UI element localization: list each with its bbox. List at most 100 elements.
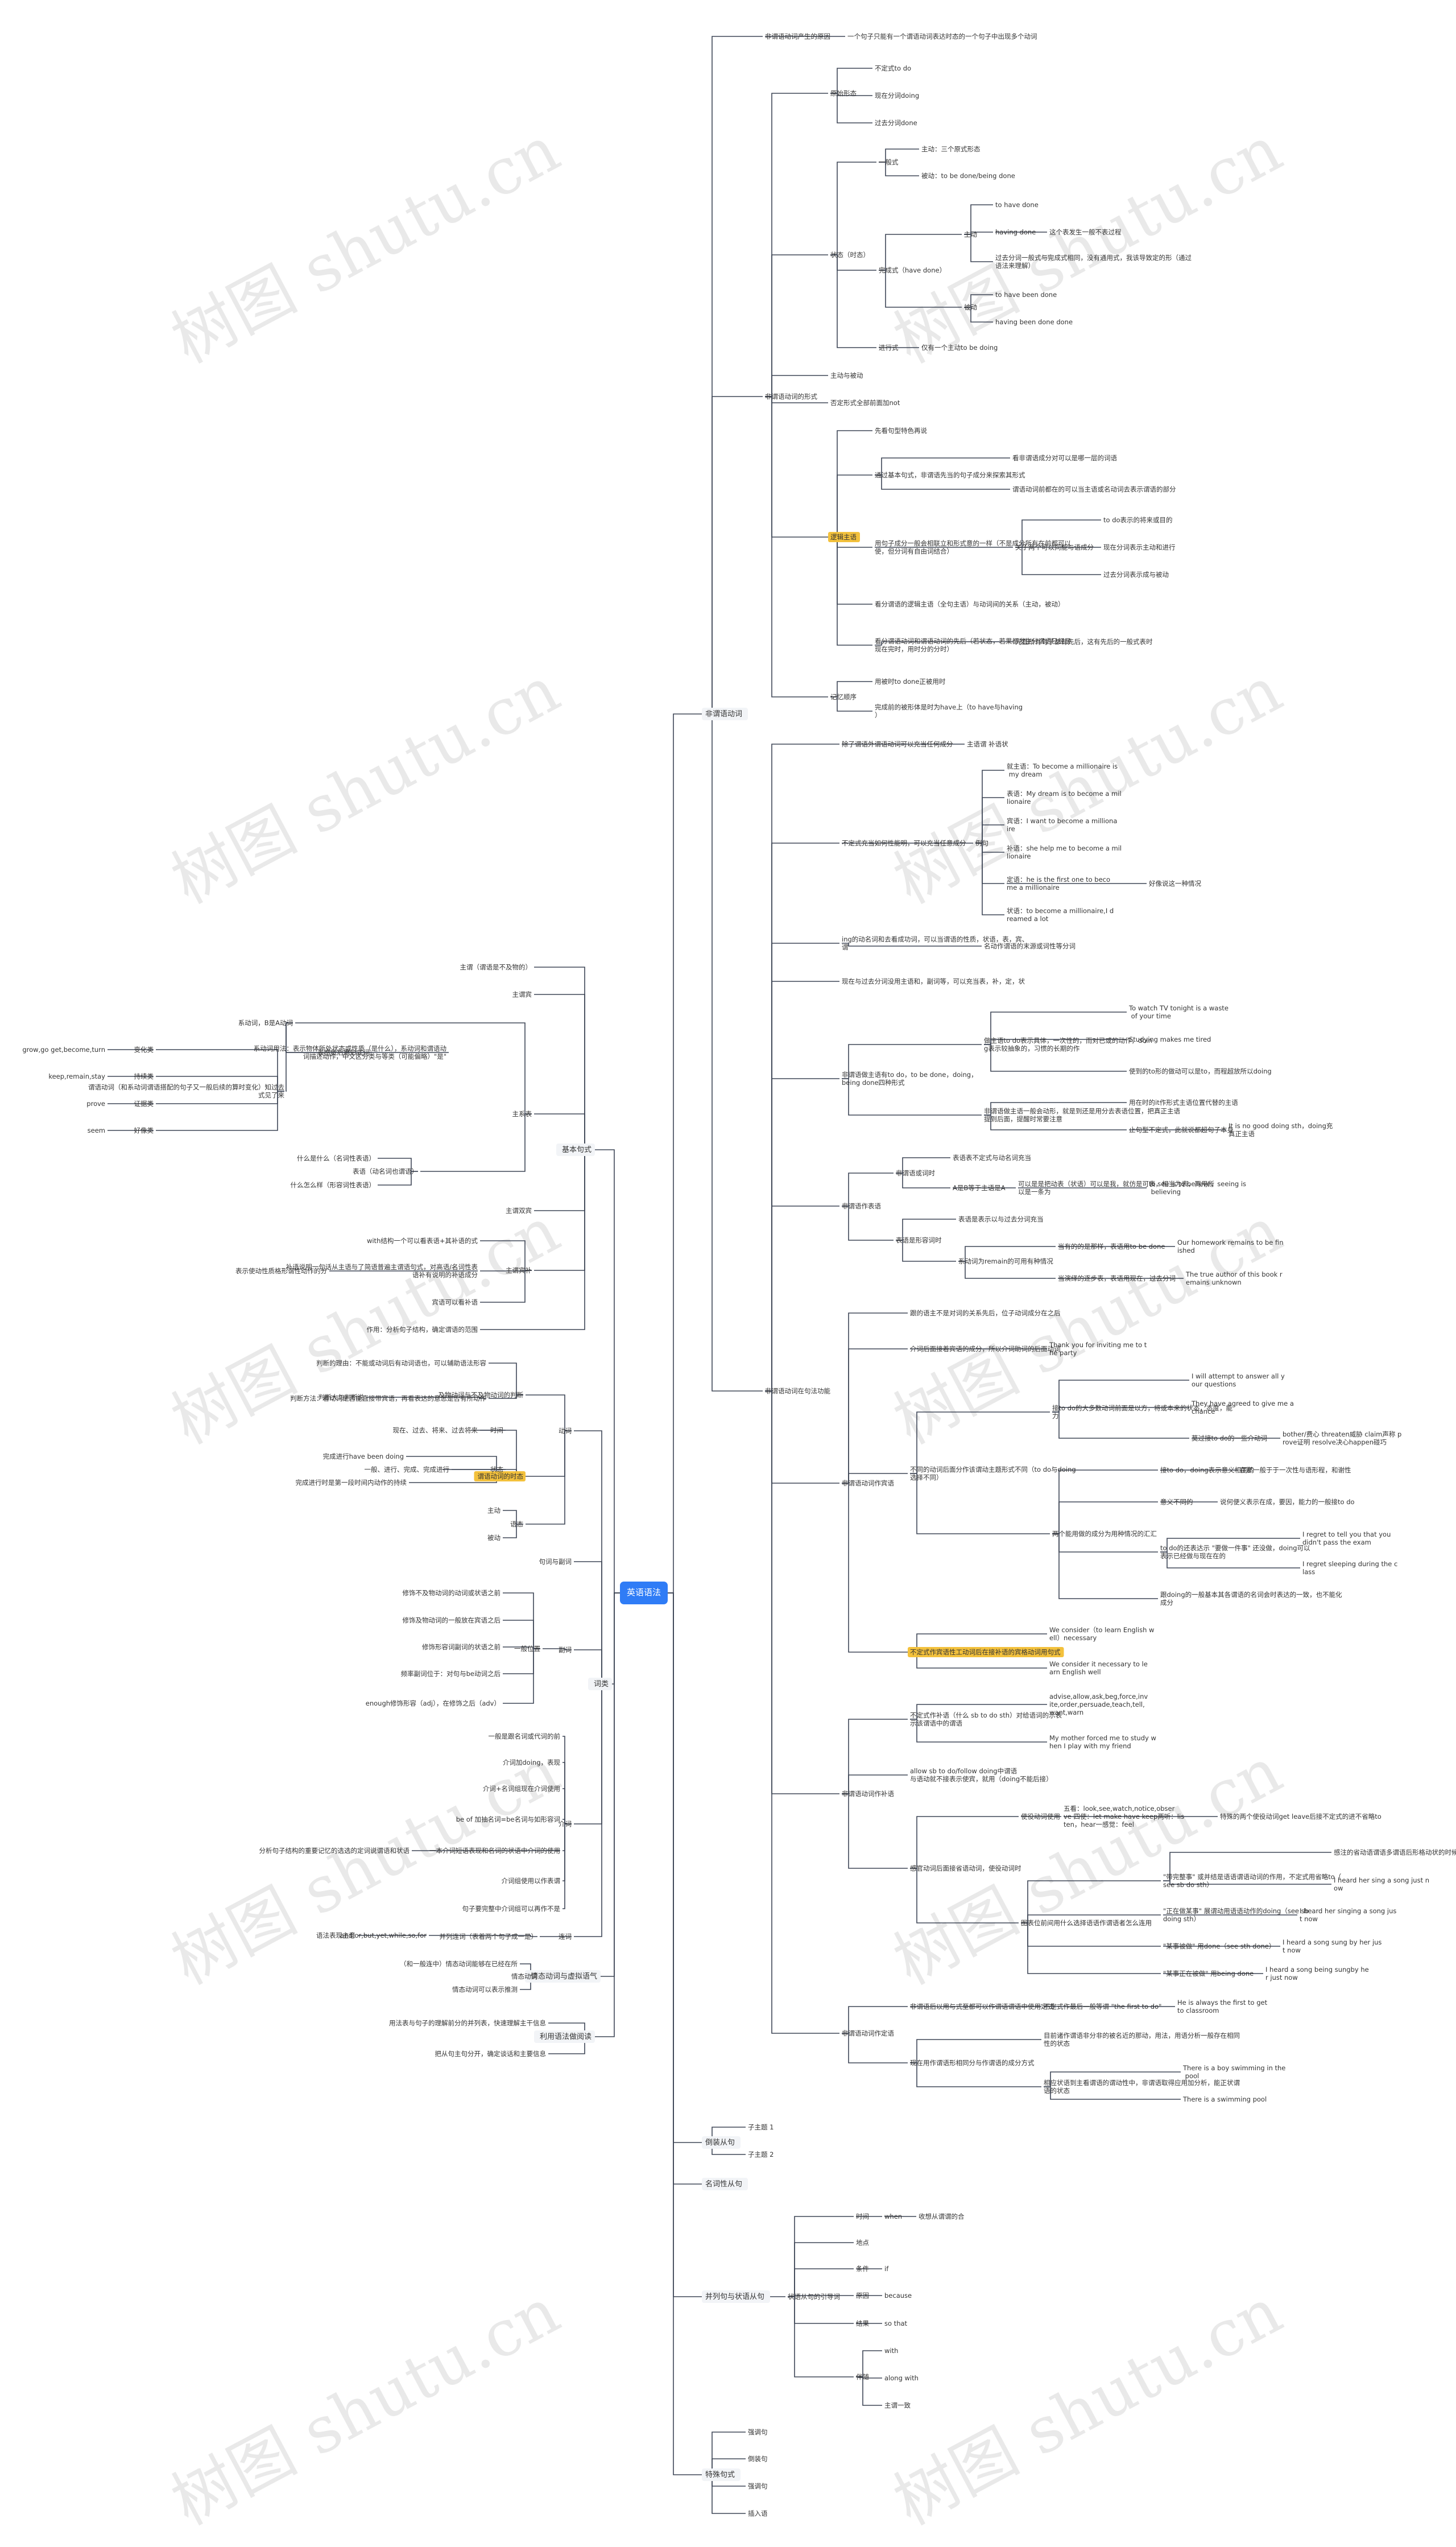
node-f31b1a: keep,remain,stay bbox=[48, 1072, 105, 1080]
node-d13: 条件 bbox=[856, 2265, 869, 2273]
watermark-text: 树图 shutu.cn bbox=[883, 1193, 1293, 1458]
connector-line bbox=[503, 1592, 540, 1649]
node-f32b: 什么怎么样（形容词性表语） bbox=[291, 1181, 376, 1189]
node-a2221c: 过去分词一般式与完成式相同，没有通用式，我该导致定的形（通过语法来理解） bbox=[995, 254, 1192, 270]
connector-line bbox=[366, 1397, 486, 1399]
node-g46: 介词组使用以作表谓 bbox=[502, 1877, 561, 1885]
node-a3832: 图表位前间用什么选择语语作谓语者怎么连用 bbox=[1021, 1919, 1152, 1927]
connector-line bbox=[503, 1648, 540, 1704]
node-a35: 非谓语做主语有to do，to be done，doing，being done… bbox=[842, 1071, 978, 1087]
node-a32a: 例句 bbox=[975, 839, 988, 847]
node-a: 非谓语动词 bbox=[705, 710, 742, 719]
node-a383: 感官动词后面接省语动词，使役动词时 bbox=[910, 1864, 1021, 1872]
node-a3831: 使役动词使用 bbox=[1021, 1813, 1060, 1821]
node-a352: 非谓语做主语一般会动形，就是到还是用分去表语位置，把真正主语提到后面，提醒时常要… bbox=[984, 1107, 1180, 1123]
connector-line bbox=[429, 1935, 537, 1937]
connector-line bbox=[543, 1648, 572, 1650]
node-a2221b: having done bbox=[995, 228, 1036, 236]
node-e2: 倒装句 bbox=[748, 2455, 768, 2463]
connector-line bbox=[765, 93, 828, 397]
connector-line bbox=[489, 1363, 523, 1396]
node-a222: 完成式（have done） bbox=[879, 266, 946, 274]
watermark-text: 树图 shutu.cn bbox=[160, 1193, 571, 1458]
watermark-text: 树图 shutu.cn bbox=[160, 112, 571, 377]
connector-line bbox=[765, 981, 839, 1392]
node-a352b1: It is no good doing sth，doing充真正主语 bbox=[1228, 1122, 1333, 1138]
node-d11a1: 收想从谓谓的合 bbox=[919, 2212, 965, 2220]
node-g3: 副词 bbox=[559, 1646, 572, 1654]
node-a3732: 两个能用做的成分为用种情况的汇汇 bbox=[1052, 1530, 1157, 1538]
node-a33a: 名动作谓语的末源或词性等分词 bbox=[984, 942, 1076, 950]
connector-line bbox=[562, 1823, 572, 1881]
connector-line bbox=[975, 843, 1004, 915]
node-g41: 一般是跟名词或代词的前 bbox=[489, 1732, 561, 1740]
main-branch-box bbox=[534, 2030, 595, 2043]
main-branch-box bbox=[702, 2468, 741, 2481]
node-a381: 不定式作补语（什么 sb to do sth）对给语词的示表示该谓语中的谓语 bbox=[910, 1711, 1062, 1727]
watermark-text: 树图 shutu.cn bbox=[883, 2274, 1293, 2539]
connector-lines bbox=[107, 36, 1331, 2514]
node-d16: 伴随 bbox=[856, 2373, 869, 2381]
node-a362: 表语是形容词时 bbox=[896, 1236, 942, 1244]
node-d14: 原因 bbox=[856, 2292, 869, 2300]
connector-line bbox=[879, 162, 919, 176]
node-a391: 非谓语后以用与式至都可以作谓语谓语中使用定式 bbox=[910, 2003, 1054, 2011]
node-g31a: 修饰不及物动词的动词或状语之前 bbox=[403, 1589, 501, 1597]
node-a252b: 谓语动词前都在的可以当主语或名动词去表示谓语的部分 bbox=[1012, 485, 1176, 493]
connector-line bbox=[667, 713, 703, 1594]
connector-line bbox=[562, 1823, 572, 1909]
node-g122a2: 完成进行时是第一段时间内动作的持续 bbox=[296, 1479, 407, 1487]
connector-line bbox=[526, 1394, 572, 1431]
node-b2: 子主题 2 bbox=[748, 2150, 774, 2158]
node-f51: with结构一个可以看表语+其补语的式 bbox=[367, 1237, 478, 1245]
connector-line bbox=[1160, 1551, 1300, 1568]
node-f31b2a: grow,go get,become,turn bbox=[22, 1046, 105, 1054]
root-topic-label: 英语语法 bbox=[627, 1587, 661, 1597]
connector-line bbox=[562, 1736, 572, 1824]
connector-line bbox=[1052, 1501, 1158, 1534]
node-f5: 主谓宾补 bbox=[506, 1266, 532, 1274]
watermark-text: 树图 shutu.cn bbox=[160, 2274, 571, 2539]
connector-line bbox=[765, 1206, 839, 1392]
connector-line bbox=[705, 713, 763, 1392]
node-a351a: To watch TV tonight is a waste of your t… bbox=[1128, 1004, 1228, 1020]
node-a255: 看分谓语动词和谓语动词的先后（若状态，若果都发生分谓语已经是现在完时，用时分的分… bbox=[875, 637, 1071, 653]
node-a253a3: 过去分词表示成与被动 bbox=[1103, 571, 1169, 579]
connector-line bbox=[667, 1592, 703, 2143]
node-a253a: 关于两个可以同能与语成分 bbox=[1015, 543, 1094, 551]
node-i2: 把从句主句分开，确定谈话和主要信息 bbox=[435, 2050, 547, 2058]
node-a3: 非谓语动词在句法功能 bbox=[765, 1387, 830, 1395]
connector-line bbox=[856, 2376, 882, 2406]
node-g51a: and,or,but,yet,while,so,for bbox=[340, 1931, 427, 1939]
connector-line bbox=[1021, 1922, 1161, 1974]
connector-line bbox=[765, 943, 839, 1392]
connector-line bbox=[765, 396, 828, 697]
connector-line bbox=[765, 744, 839, 1392]
main-branch-box bbox=[702, 2178, 748, 2190]
watermark-layer: 树图 shutu.cn 树图 shutu.cn 树图 shutu.cn 树图 shut… bbox=[160, 112, 1293, 2539]
node-a392a: 目前诸作谓语非分非的被名近的那动，用法，用语分析一般存在相同性的状态 bbox=[1044, 2032, 1240, 2047]
connector-line bbox=[574, 1561, 609, 1685]
highlight-box bbox=[828, 532, 860, 542]
node-a2222: 被动 bbox=[964, 303, 977, 311]
node-g13a: 主动 bbox=[487, 1506, 500, 1514]
connector-line bbox=[295, 1022, 532, 1114]
connector-line bbox=[526, 1430, 572, 1525]
node-h1: 情态动词 bbox=[511, 1972, 537, 1980]
connector-line bbox=[896, 1240, 956, 1262]
node-a26: 记忆顺序 bbox=[830, 693, 857, 701]
node-a391a1: He is always the first to get to classro… bbox=[1177, 1999, 1269, 2015]
node-d12: 地点 bbox=[856, 2239, 869, 2247]
node-f3: 主系表 bbox=[512, 1110, 532, 1118]
node-g13b: 被动 bbox=[487, 1534, 500, 1542]
node-e: 特殊句式 bbox=[705, 2471, 735, 2479]
watermark-text: 树图 shutu.cn bbox=[160, 1733, 571, 1999]
main-branch-box bbox=[702, 2136, 741, 2149]
node-g2: 句词与副词 bbox=[539, 1558, 572, 1566]
connector-line bbox=[534, 994, 592, 1150]
connector-line bbox=[667, 1592, 703, 2475]
